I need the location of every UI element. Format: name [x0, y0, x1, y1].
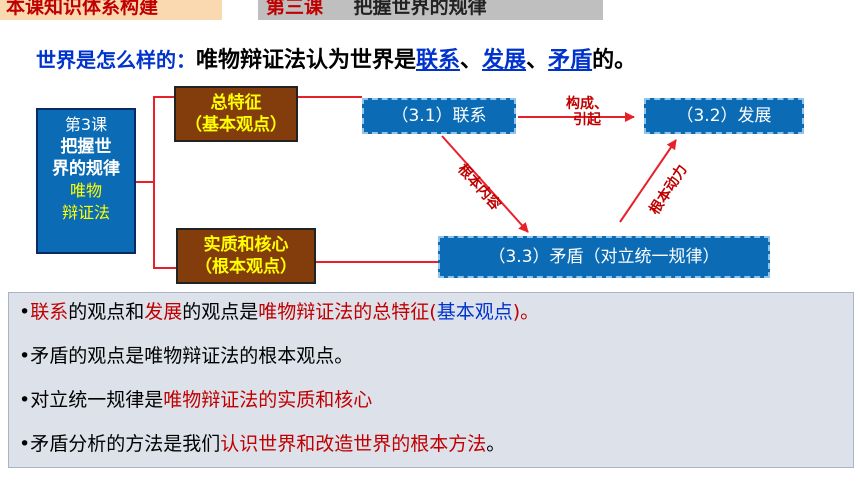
question-prefix: 世界是怎么样的： [36, 48, 196, 72]
statement-1-bullet: • [19, 301, 31, 323]
statement-2: •矛盾的观点是唯物辩证法的根本观点。 [19, 341, 353, 368]
statement-1-paren-open: ( [429, 301, 437, 323]
lesson-box-sub-1: 唯物 [69, 181, 102, 200]
box-zong-title: 总特征 [210, 93, 262, 113]
edge-lianxi-to-maodun [441, 135, 529, 233]
header-left-title: 本课知识体系构建 [6, 0, 159, 18]
question-body: 唯物辩证法认为世界是 [196, 48, 417, 73]
header-right-banner: 第三课 把握世界的规律 [258, 0, 603, 20]
box-fazhan: （3.2）发展 [644, 98, 804, 134]
question-term-fazhan: 发展 [482, 48, 527, 73]
statement-3-highlight: 唯物辩证法的实质和核心 [163, 389, 373, 411]
question-term-maodun: 矛盾 [548, 48, 593, 73]
statement-4-text-a: •矛盾分析的方法是我们 [19, 433, 221, 455]
header-lesson-title: 把握世界的规律 [353, 0, 487, 18]
lesson-box-title-1: 把握世 [60, 137, 112, 157]
statement-1-zong: 唯物辩证法的总特征 [258, 301, 430, 323]
edge-maodun-to-fazhan [619, 139, 677, 223]
statement-1-text-b: 的观点是 [182, 301, 259, 323]
question-sep-1: 、 [460, 48, 483, 73]
statement-1-paren-close: )。 [512, 301, 540, 323]
question-term-lianxi: 联系 [416, 48, 461, 73]
box-lianxi: （3.1）联系 [362, 98, 516, 134]
edge-lesson-bracket [153, 96, 176, 269]
box-shizhi-subtitle: （根本观点） [195, 257, 297, 277]
statement-1-fazhan: 发展 [144, 301, 183, 323]
question-line: 世界是怎么样的：唯物辩证法认为世界是联系、发展、矛盾的。 [36, 42, 636, 74]
statement-1-jiben: 基本观点 [436, 301, 513, 323]
box-zong-subtitle: （基本观点） [185, 115, 287, 135]
label-genben-neirong: 根本内容 [454, 160, 504, 213]
box-maodun: （3.3）矛盾（对立统一规律） [438, 236, 770, 278]
label-genben-dongli: 根本动力 [646, 161, 691, 217]
statement-panel: •联系的观点和发展的观点是唯物辩证法的总特征(基本观点)。 •矛盾的观点是唯物辩… [8, 292, 854, 468]
lesson-box-number: 第3课 [64, 115, 108, 134]
statement-1-lianxi: 联系 [30, 301, 69, 323]
box-shizhi-hexin: 实质和核心 （根本观点） [176, 228, 316, 284]
header-lesson-number: 第三课 [266, 0, 324, 18]
box-shizhi-title: 实质和核心 [203, 235, 289, 255]
box-zong-tezheng: 总特征 （基本观点） [174, 86, 298, 142]
lesson-box-sub-2: 辩证法 [61, 203, 110, 222]
statement-3-text-a: •对立统一规律是 [19, 389, 164, 411]
question-sep-2: 、 [526, 48, 549, 73]
statement-1-text-a: 的观点和 [68, 301, 145, 323]
question-suffix: 的。 [592, 48, 637, 73]
statement-4-highlight: 认识世界和改造世界的根本方法 [220, 433, 487, 455]
statement-2-text: •矛盾的观点是唯物辩证法的根本观点。 [19, 345, 354, 367]
statement-4: •矛盾分析的方法是我们认识世界和改造世界的根本方法。 [19, 429, 505, 456]
statement-1: •联系的观点和发展的观点是唯物辩证法的总特征(基本观点)。 [19, 297, 539, 324]
lesson-box-title-2: 界的规律 [52, 159, 120, 179]
label-goucheng-yinqi: 构成、引起 [566, 96, 608, 128]
statement-3: •对立统一规律是唯物辩证法的实质和核心 [19, 385, 372, 412]
header-left-banner: 本课知识体系构建 [0, 0, 222, 20]
statement-4-end: 。 [486, 433, 506, 455]
lesson-box: 第3课 把握世 界的规律 唯物 辩证法 [36, 108, 136, 254]
